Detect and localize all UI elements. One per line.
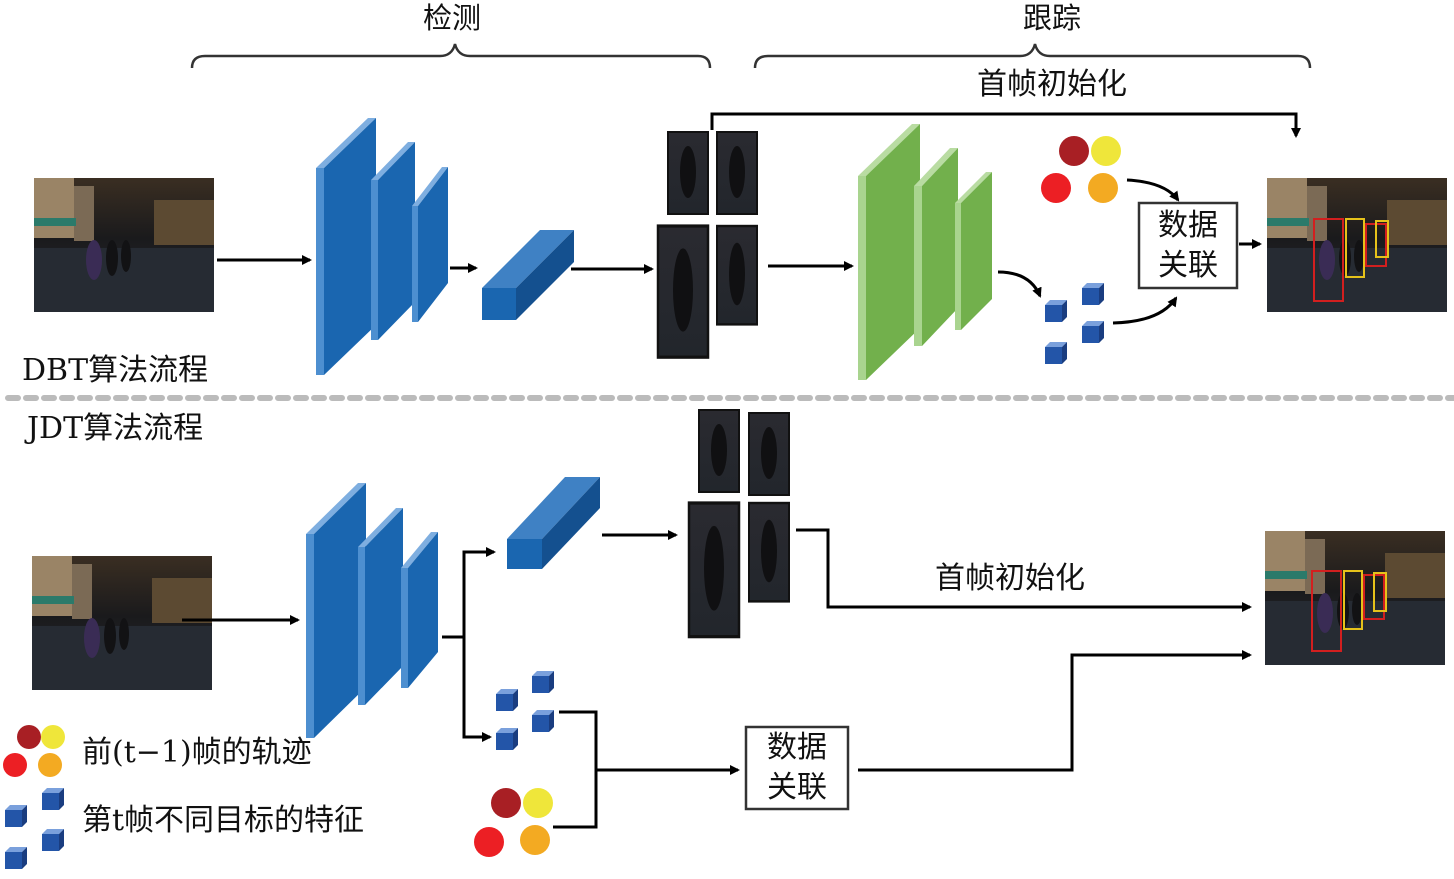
legend-feature-icon: [5, 788, 64, 869]
trajectory-dot-icon: [491, 788, 521, 818]
jdt-detection-head: [507, 477, 600, 569]
tracking-box: [1373, 572, 1387, 612]
feature-cube-icon: [1045, 342, 1067, 364]
arrow-cnn-to-det-head: [442, 547, 496, 639]
feature-cube-icon: [496, 689, 518, 711]
trajectory-dot-icon: [1088, 173, 1118, 203]
legend: 前(t−1)帧的轨迹 第t帧不同目标的特征: [3, 725, 364, 869]
dbt-detection-cnn: [316, 118, 448, 375]
crop: [687, 501, 741, 639]
trajectory-dot-icon: [474, 827, 504, 857]
dbt-output-frame: [1267, 178, 1447, 312]
trajectory-dot-icon: [1041, 173, 1071, 203]
arrow-features-to-assoc: [1112, 296, 1178, 325]
tracking-box: [1343, 570, 1363, 630]
jdt-section-label: JDT算法流程: [24, 411, 203, 446]
tracking-box: [1311, 570, 1342, 652]
dbt-first-frame-init-arrow: [710, 112, 1301, 138]
crop: [748, 412, 790, 496]
jdt-detection-crops: [687, 409, 791, 639]
dbt-feature-cubes: [1045, 283, 1104, 364]
jdt-output-frame: [1265, 531, 1445, 665]
merge-bracket: [553, 710, 598, 829]
arrow-reid-to-features: [997, 270, 1042, 298]
dbt-trajectory-circles: [1041, 136, 1121, 203]
legend-features-label: 第t帧不同目标的特征: [82, 803, 364, 838]
feature-cube-icon: [496, 728, 518, 750]
jdt-data-association-box: 数据 关联: [744, 725, 850, 811]
jdt-joint-cnn: [306, 483, 438, 738]
jdt-pipeline: JDT算法流程 首帧初始化: [24, 409, 1445, 857]
dbt-reid-cnn: [858, 124, 992, 380]
dbt-data-association-box: 数据 关联: [1137, 201, 1239, 290]
feature-cube-icon: [1045, 300, 1067, 322]
tracking-box: [1375, 220, 1389, 258]
tracking-brace: [753, 43, 1312, 69]
svg-text:关联: 关联: [767, 770, 827, 805]
dbt-pipeline: 首帧初始化: [22, 67, 1447, 388]
tracking-label: 跟踪: [1023, 1, 1081, 35]
detection-brace: [190, 43, 712, 69]
trajectory-dot-icon: [523, 788, 553, 818]
arrow-assoc-to-output: [858, 650, 1252, 772]
trajectory-dot-icon: [520, 825, 550, 855]
feature-cube-icon: [532, 671, 554, 693]
tracking-box: [1345, 218, 1365, 278]
legend-trajectory-icon: [3, 725, 65, 777]
crop: [667, 131, 709, 215]
arrow-traj-to-assoc: [1126, 178, 1180, 202]
jdt-trajectory-circles: [474, 788, 553, 857]
dbt-section-label: DBT算法流程: [22, 353, 208, 388]
feature-cube-icon: [1082, 283, 1104, 305]
crop: [715, 224, 759, 326]
svg-text:关联: 关联: [1158, 248, 1218, 283]
arrow-cnn-to-features: [462, 637, 492, 742]
feature-cube-icon: [532, 710, 554, 732]
legend-trajectories-label: 前(t−1)帧的轨迹: [82, 735, 312, 770]
feature-cube-icon: [1082, 321, 1104, 343]
svg-text:数据: 数据: [767, 730, 827, 765]
crop: [656, 224, 710, 359]
dbt-detection-head: [482, 230, 574, 320]
dbt-first-frame-init-label: 首帧初始化: [977, 67, 1127, 102]
jdt-input-frame: [32, 556, 212, 690]
dbt-detection-crops: [656, 131, 759, 359]
jdt-feature-cubes: [496, 671, 554, 750]
dbt-input-frame: [34, 178, 214, 312]
jdt-first-frame-init-arrow: [796, 528, 1252, 612]
trajectory-dot-icon: [1059, 136, 1089, 166]
tracking-box: [1313, 218, 1344, 302]
crop: [747, 501, 791, 603]
svg-text:数据: 数据: [1158, 208, 1218, 243]
trajectory-dot-icon: [1091, 136, 1121, 166]
crop: [698, 409, 740, 493]
detection-label: 检测: [423, 1, 481, 35]
jdt-first-frame-init-label: 首帧初始化: [935, 561, 1085, 596]
crop: [716, 131, 758, 215]
